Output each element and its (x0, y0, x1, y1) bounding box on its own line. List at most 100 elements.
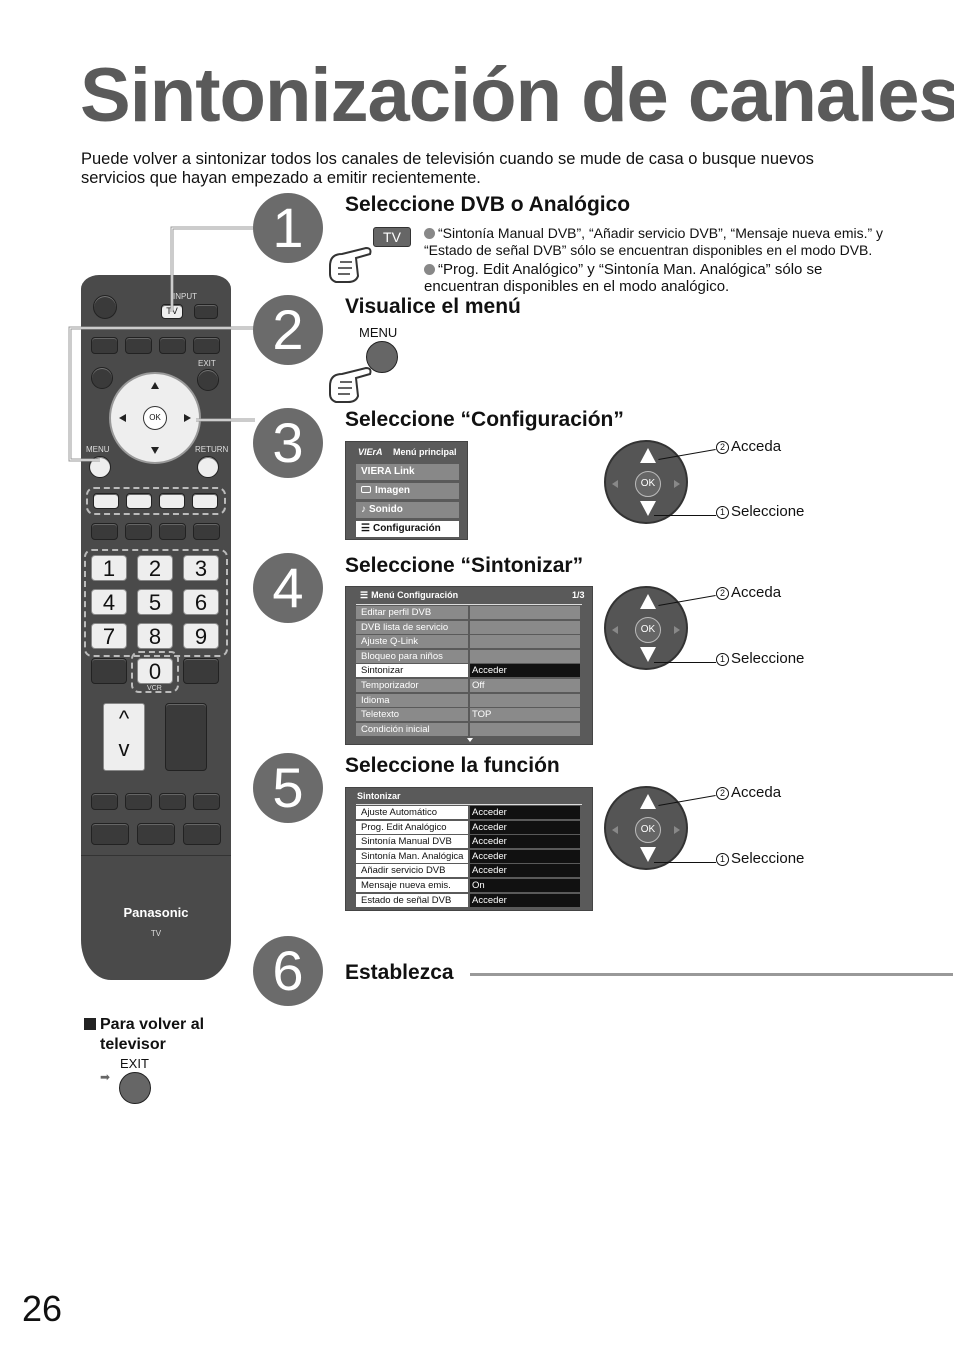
step-circle-5: 5 (253, 753, 323, 823)
step-title-5: Seleccione la función (345, 754, 560, 777)
intro-text: Puede volver a sintonizar todos los cana… (81, 150, 814, 187)
num-key-2: 2 (137, 555, 173, 581)
select-text-3: Seleccione (731, 503, 805, 520)
step1-note-1-text: “Sintonía Manual DVB”, “Añadir servicio … (424, 225, 884, 258)
teletext-button-4 (193, 523, 220, 540)
num-key-0: 0 (137, 658, 173, 684)
return-tv-text: Para volver al televisor (100, 1016, 205, 1053)
main-menu-item-sonido[interactable]: ♪Sonido (356, 502, 459, 518)
circled-1-icon: 1 (716, 853, 729, 866)
blue-key (192, 493, 218, 509)
vcr-button-2 (125, 793, 152, 810)
setup-row-label: Sintonizar (356, 664, 468, 677)
setup-row-label: Bloqueo para niños (356, 650, 468, 663)
circled-2-icon: 2 (716, 441, 729, 454)
select-text-4: Seleccione (731, 650, 805, 667)
dpad-left-icon (612, 626, 618, 634)
step-title-2: Visualice el menú (345, 295, 521, 318)
square-bullet-icon (84, 1018, 96, 1030)
brand-logo: Panasonic (123, 905, 189, 920)
hand-pointer-icon-2 (329, 366, 372, 403)
teletext-button-1 (91, 523, 118, 540)
main-menu-item-viera-link[interactable]: VIERA Link (356, 464, 459, 480)
dpad-up-icon (640, 448, 656, 463)
step-title-6: Establezca (345, 961, 454, 984)
dpad-up-icon (640, 794, 656, 809)
remote-ok-button: OK (143, 406, 167, 430)
setup-menu-screen: ☰Menú Configuración 1/3 Editar perfil DV… (345, 586, 593, 745)
music-note-icon: ♪ (361, 504, 366, 515)
num-key-1: 1 (91, 555, 127, 581)
leader-select-5 (654, 862, 716, 863)
main-menu-item-imagen[interactable]: Imagen (356, 483, 459, 499)
dpad-ok-button: OK (635, 817, 661, 843)
vcr-button-7 (183, 823, 221, 845)
dpad-right-icon (674, 626, 680, 634)
vcr-button-4 (193, 793, 220, 810)
setup-row-value: Off (470, 679, 580, 692)
enter-text-4: Acceda (731, 584, 782, 601)
channel-rocker: ^ v (103, 703, 145, 771)
brand-sub: TV (150, 929, 162, 938)
leader-select-3 (654, 515, 716, 516)
exit-label: EXIT (198, 359, 216, 368)
page-number: 26 (22, 1288, 63, 1329)
numkeys-highlight (84, 549, 228, 657)
dpad-step4: OK (604, 586, 688, 670)
tuning-menu-header: Sintonizar (357, 791, 401, 801)
setup-row-value: Acceder (470, 664, 580, 677)
top-button-4 (193, 337, 220, 354)
bullet-icon (424, 264, 435, 275)
leader-step2 (68, 326, 255, 462)
setup-row-label: Idioma (356, 694, 468, 707)
setup-row-value (470, 650, 580, 663)
exit-key-button (119, 1072, 151, 1104)
step-circle-3: 3 (253, 408, 323, 478)
num-key-7: 7 (91, 623, 127, 649)
dpad-step5: OK (604, 786, 688, 870)
scroll-down-icon (467, 738, 473, 742)
list-icon: ☰ (361, 523, 370, 534)
tuning-row-value: Acceder (470, 864, 580, 877)
power-button (93, 295, 117, 319)
tuning-row-value: On (470, 879, 580, 892)
tv-key: TV (373, 227, 411, 247)
setup-row-label: Ajuste Q-Link (356, 635, 468, 648)
setup-row-label: DVB lista de servicio (356, 621, 468, 634)
step-circle-2: 2 (253, 295, 323, 365)
enter-text-3: Acceda (731, 438, 782, 455)
setup-row-value: TOP (470, 708, 580, 721)
tuning-row-label: Estado de señal DVB (356, 894, 468, 907)
left-round-button (91, 367, 113, 389)
arrow-right-icon: ➡ (100, 1070, 111, 1084)
dpad-down-icon (640, 501, 656, 516)
teletext-button-3 (159, 523, 186, 540)
top-button-3 (159, 337, 186, 354)
nav-left-icon (119, 414, 126, 422)
red-key (93, 493, 119, 509)
nav-ring: OK (109, 372, 201, 464)
setup-row-value (470, 694, 580, 707)
setup-row-value (470, 723, 580, 736)
vcr-button-6 (137, 823, 175, 845)
tuning-row-value: Acceder (470, 850, 580, 863)
exit-key-label: EXIT (120, 1056, 149, 1071)
menu-key-label: MENU (359, 325, 398, 340)
num-key-9: 9 (183, 623, 219, 649)
vcr-button-1 (91, 793, 118, 810)
circled-2-icon: 2 (716, 787, 729, 800)
volume-rocker (165, 703, 207, 771)
dpad-down-icon (640, 647, 656, 662)
teletext-button-2 (125, 523, 152, 540)
menu-key-button (366, 341, 398, 373)
return-label: RETURN (195, 445, 229, 454)
dpad-right-icon (674, 480, 680, 488)
main-menu-item-configuracion[interactable]: ☰Configuración (356, 521, 459, 537)
vcr-button-3 (159, 793, 186, 810)
num-key-3: 3 (183, 555, 219, 581)
setup-row-label: Condición inicial (356, 723, 468, 736)
